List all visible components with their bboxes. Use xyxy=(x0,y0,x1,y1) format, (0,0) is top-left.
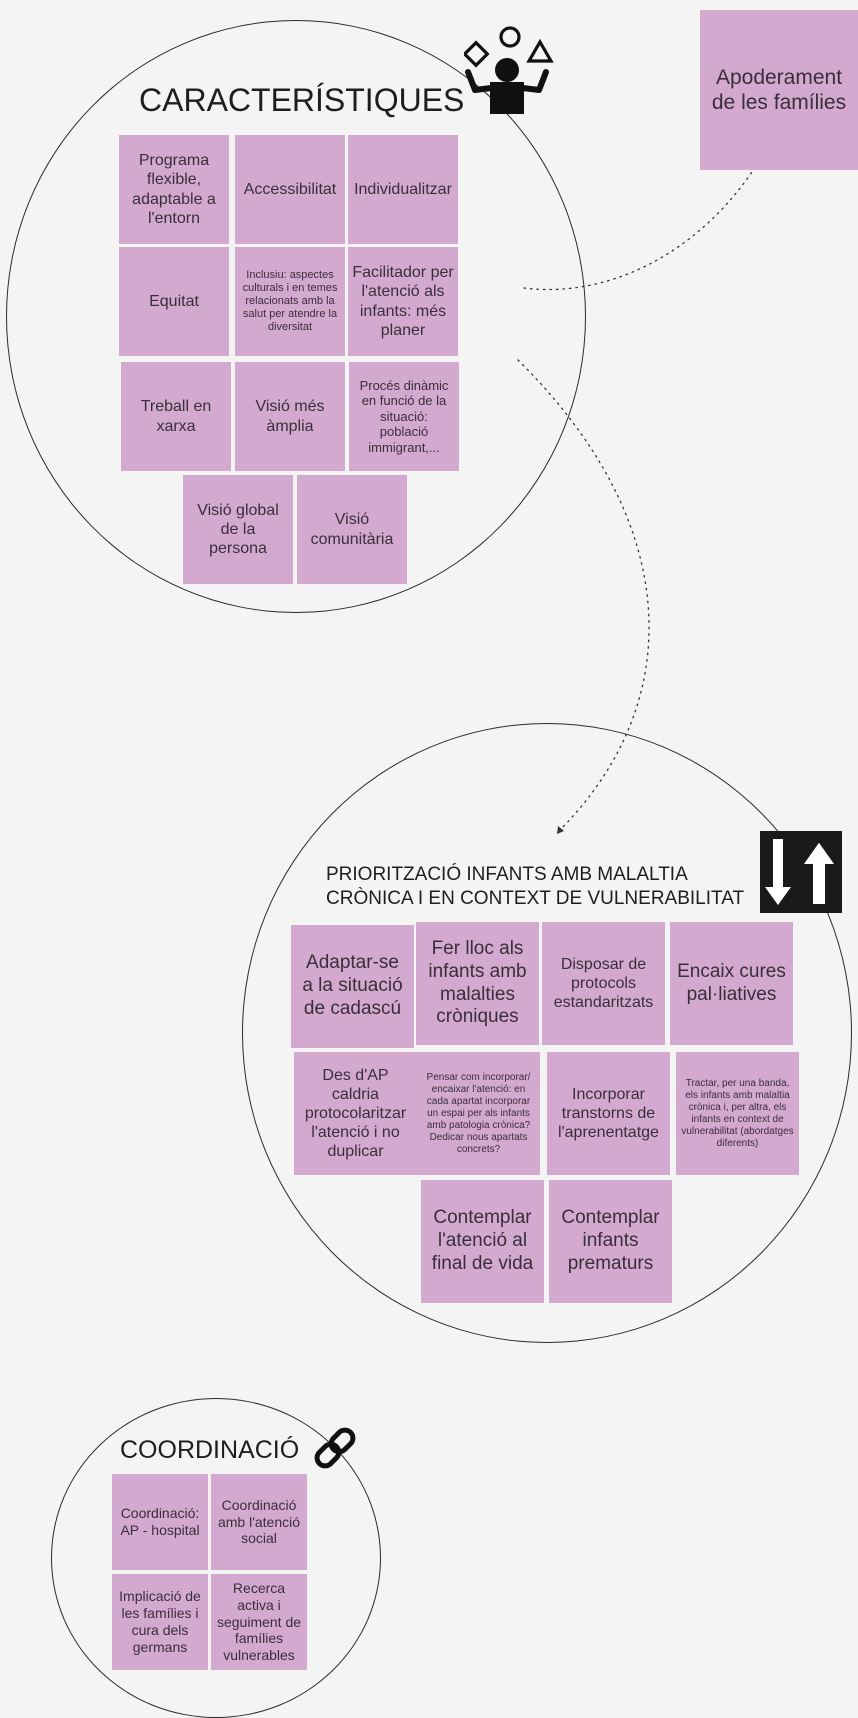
note-coordinacio-atencio-social: Coordinació amb l'atenció social xyxy=(211,1474,307,1570)
caracteristiques-title: CARACTERÍSTIQUES xyxy=(139,82,465,118)
note-visio-mes-amplia: Visió més àmplia xyxy=(235,362,345,471)
note-coordinacio-ap-hospital: Coordinació: AP - hospital xyxy=(112,1474,208,1570)
note-visio-global: Visió global de la persona xyxy=(183,475,293,584)
note-encaix-cures: Encaix cures pal·liatives xyxy=(670,922,793,1045)
note-proces-dinamic: Procés dinàmic en funció de la situació:… xyxy=(349,362,459,471)
note-disposar-protocols: Disposar de protocols estandaritzats xyxy=(542,922,665,1045)
note-treball-en-xarxa: Treball en xarxa xyxy=(121,362,231,471)
note-fer-lloc: Fer lloc als infants amb malalties cròni… xyxy=(416,922,539,1045)
note-inclusiu: Inclusiu: aspectes culturals i en temes … xyxy=(235,247,345,356)
prioritzacio-title-line2: CRÒNICA I EN CONTEXT DE VULNERABILITAT xyxy=(326,888,745,909)
caracteristiques-circle xyxy=(6,20,586,613)
coordinacio-title: COORDINACIÓ xyxy=(120,1436,300,1464)
note-implicacio-families: Implicació de les famílies i cura dels g… xyxy=(112,1574,208,1670)
note-apoderament: Apoderament de les famílies xyxy=(700,10,858,170)
note-incorporar-transtorns: Incorporar transtorns de l'aprenentatge xyxy=(547,1052,670,1175)
note-contemplar-prematurs: Contemplar infants prematurs xyxy=(549,1180,672,1303)
note-facilitador: Facilitador per l'atenció als infants: m… xyxy=(348,247,458,356)
note-recerca-activa: Recerca activa i seguiment de famílies v… xyxy=(211,1574,307,1670)
prioritzacio-title-line1: PRIORITZACIÓ INFANTS AMB MALALTIA xyxy=(326,864,688,885)
note-pensar-com: Pensar com incorporar/ encaixar l'atenci… xyxy=(417,1052,540,1175)
note-equitat: Equitat xyxy=(119,247,229,356)
note-visio-comunitaria: Visió comunitària xyxy=(297,475,407,584)
note-adaptar-se: Adaptar-se a la situació de cadascú xyxy=(291,925,414,1048)
chain-link-icon xyxy=(312,1425,358,1471)
juggler-icon xyxy=(462,24,560,116)
prioritzacio-circle xyxy=(242,723,852,1343)
note-contemplar-final-vida: Contemplar l'atenció al final de vida xyxy=(421,1180,544,1303)
note-des-d-ap: Des d'AP caldria protocolaritzar l'atenc… xyxy=(294,1052,417,1175)
note-accessibilitat: Accessibilitat xyxy=(235,135,345,244)
note-programa-flexible: Programa flexible, adaptable a l'entorn xyxy=(119,135,229,244)
up-down-arrows-icon xyxy=(760,831,842,913)
note-individualitzar: Individualitzar xyxy=(348,135,458,244)
note-tractar: Tractar, per una banda, els infants amb … xyxy=(676,1052,799,1175)
